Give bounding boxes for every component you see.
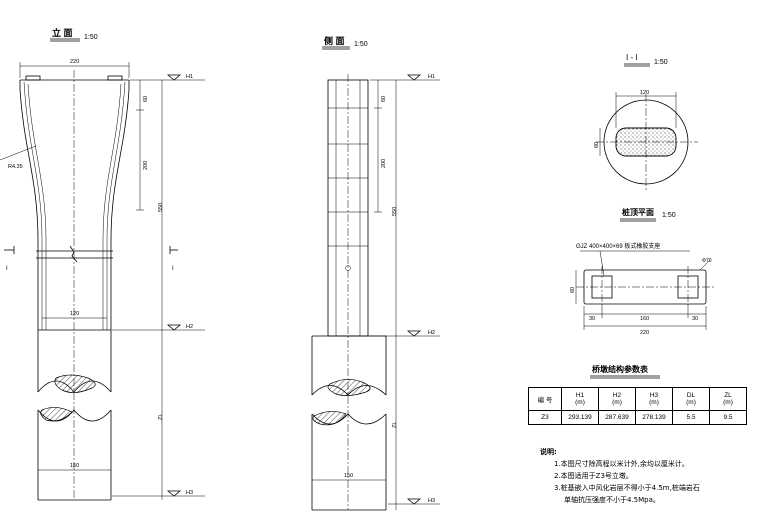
bearing-dim-160: 160 (640, 316, 649, 322)
front-dim-150: 150 (70, 463, 79, 469)
front-dim-220: 220 (70, 59, 79, 65)
table-cell: 5.5 (672, 410, 710, 425)
front-dim-zl: ZL (158, 414, 164, 420)
front-dim-120: 120 (70, 311, 79, 317)
table-header-row: 编 号 H1(m) H2(m) H3(m) DL(m) ZL(m) (528, 387, 747, 411)
front-view-scale: 1:50 (84, 34, 98, 41)
side-dim-zl: ZL (392, 422, 398, 428)
table-header-cell: H1(m) (561, 387, 599, 411)
param-table: 编 号 H1(m) H2(m) H3(m) DL(m) ZL(m) Z3 293… (528, 387, 747, 425)
table-cell: Z3 (528, 410, 562, 425)
bearing-dim-side: Φ70 (702, 258, 712, 264)
section-view: I - I 1:50 120 60 (594, 53, 698, 190)
front-label-h3: H3 (186, 490, 193, 496)
front-section-mark-right: I (172, 266, 174, 272)
table-header-cell: ZL(m) (709, 387, 747, 411)
note-item: 单轴抗压强度不小于4.5Mpa。 (564, 496, 660, 504)
front-label-h2: H2 (186, 324, 193, 330)
bearing-plan: 桩顶平面 1:50 GJZ 400×400×69 板式橡胶支座 Φ70 60 3… (570, 207, 714, 336)
side-view-title: 侧 面 (324, 35, 345, 46)
table-header-cell: H2(m) (598, 387, 636, 411)
table-row: Z3 293.139 287.639 278.139 5.5 9.5 (528, 410, 747, 425)
note-item: 1.本图尺寸除高程以米计外,余均以厘米计。 (554, 460, 689, 468)
side-label-h2: H2 (428, 330, 435, 336)
section-title: I - I (626, 53, 638, 62)
front-dim-200: 200 (143, 161, 149, 170)
table-cell: 9.5 (709, 410, 747, 425)
note-item: 3.桩基嵌入中风化岩层不得小于4.5m,桩端岩石 (554, 484, 700, 492)
note-item: 2.本图适用于Z3号立墩。 (554, 472, 633, 480)
bearing-plan-scale: 1:50 (662, 212, 676, 219)
bearing-plan-title: 桩顶平面 (622, 207, 654, 217)
section-dim-60: 60 (594, 142, 600, 148)
side-dim-150: 150 (344, 473, 353, 479)
front-dim-r: R4.35 (8, 164, 23, 170)
side-dim-550: 550 (392, 207, 398, 216)
table-cell: 293.139 (561, 410, 599, 425)
side-label-h1: H1 (428, 74, 435, 80)
bearing-dim-30a: 30 (589, 316, 595, 322)
side-view-scale: 1:50 (354, 41, 368, 48)
bearing-dim-30b: 30 (692, 316, 698, 322)
front-view-title: 立 面 (52, 27, 73, 38)
section-scale: 1:50 (654, 59, 668, 66)
bearing-dim-220: 220 (640, 330, 649, 336)
notes: 说明: 1.本图尺寸除高程以米计外,余均以厘米计。 2.本图适用于Z3号立墩。 … (540, 446, 700, 506)
table-cell: 287.639 (598, 410, 636, 425)
front-dim-60: 60 (143, 96, 149, 102)
side-dim-60: 60 (381, 96, 387, 102)
section-dim-120: 120 (640, 90, 649, 96)
side-view: 侧 面 1:50 150 H1 60 200 550 (311, 35, 440, 511)
front-section-mark-left: I (6, 266, 8, 272)
table-cell: 278.139 (635, 410, 673, 425)
front-dim-550: 550 (158, 203, 164, 212)
side-dim-200: 200 (381, 159, 387, 168)
table-header-cell: H3(m) (635, 387, 673, 411)
side-label-h3: H3 (428, 498, 435, 504)
notes-title: 说明: (540, 448, 557, 456)
table-title: 桥墩结构参数表 (592, 364, 649, 374)
front-view: 立 面 1:50 220 R4.35 120 (0, 27, 205, 501)
table-header-cell: 编 号 (528, 387, 562, 411)
bearing-label: GJZ 400×400×69 板式橡胶支座 (576, 242, 660, 250)
bearing-dim-60: 60 (570, 287, 576, 293)
front-label-h1: H1 (186, 74, 193, 80)
table-header-cell: DL(m) (672, 387, 710, 411)
